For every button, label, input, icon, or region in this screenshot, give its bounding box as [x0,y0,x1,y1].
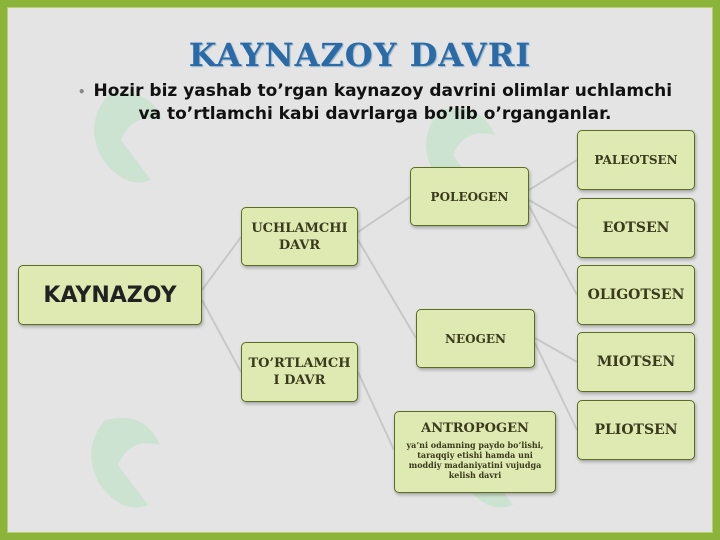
node-eotsen-label: EOTSEN [602,220,670,236]
node-antropogen-description: ya’ni odamning paydo bo’lishi, taraqqiy … [406,440,544,480]
bullet-icon: • [77,85,86,99]
node-paleotsen: PALEOTSEN [577,130,695,190]
node-uchlamchi-line2: DAVR [278,237,321,253]
node-kaynazoy: KAYNAZOY [18,265,202,325]
connector-tortlamchi-antropogen [357,371,395,451]
node-poleogen: POLEOGEN [410,167,529,226]
connector-neogen-pliotsen [534,342,578,431]
connector-poleogen-oligotsen [528,205,578,296]
node-poleogen-label: POLEOGEN [430,189,509,204]
connector-root-uchlamchi [201,236,242,291]
connector-poleogen-eotsen [528,199,578,229]
node-paleotsen-label: PALEOTSEN [594,153,678,167]
node-tortlamchi-line2: I DAVR [273,373,326,388]
intro-line-1: Hozir biz yashab to’rgan kaynazoy davrin… [93,81,673,101]
node-antropogen: ANTROPOGEN ya’ni odamning paydo bo’lishi… [394,411,556,493]
intro-line-2: va to’rtlamchi kabi davrlarga bo’lib o’r… [138,104,612,124]
node-neogen: NEOGEN [416,309,535,368]
node-pliotsen-label: PLIOTSEN [594,422,678,438]
node-miotsen-label: MIOTSEN [596,354,676,370]
intro-text: • Hozir biz yashab to’rgan kaynazoy davr… [55,80,695,125]
node-tortlamchi-line1: TO’RTLAMCH [248,356,351,371]
node-uchlamchi-line1: UCHLAMCHI [251,220,348,236]
node-oligotsen: OLIGOTSEN [577,265,695,325]
connector-neogen-miotsen [534,337,578,363]
connector-uchlamchi-poleogen [357,196,411,233]
node-tortlamchi-davr: TO’RTLAMCH I DAVR [241,342,358,402]
connector-root-tortlamchi [201,299,242,373]
connector-poleogen-paleotsen [528,159,578,191]
connector-uchlamchi-neogen [357,239,417,339]
slide-title: KAYNAZOY DAVRI [188,36,532,74]
node-neogen-label: NEOGEN [445,331,506,346]
node-oligotsen-label: OLIGOTSEN [587,287,685,303]
node-kaynazoy-label: KAYNAZOY [43,282,177,308]
node-antropogen-title: ANTROPOGEN [421,421,529,436]
node-miotsen: MIOTSEN [577,332,695,392]
node-pliotsen: PLIOTSEN [577,400,695,460]
node-eotsen: EOTSEN [577,198,695,258]
